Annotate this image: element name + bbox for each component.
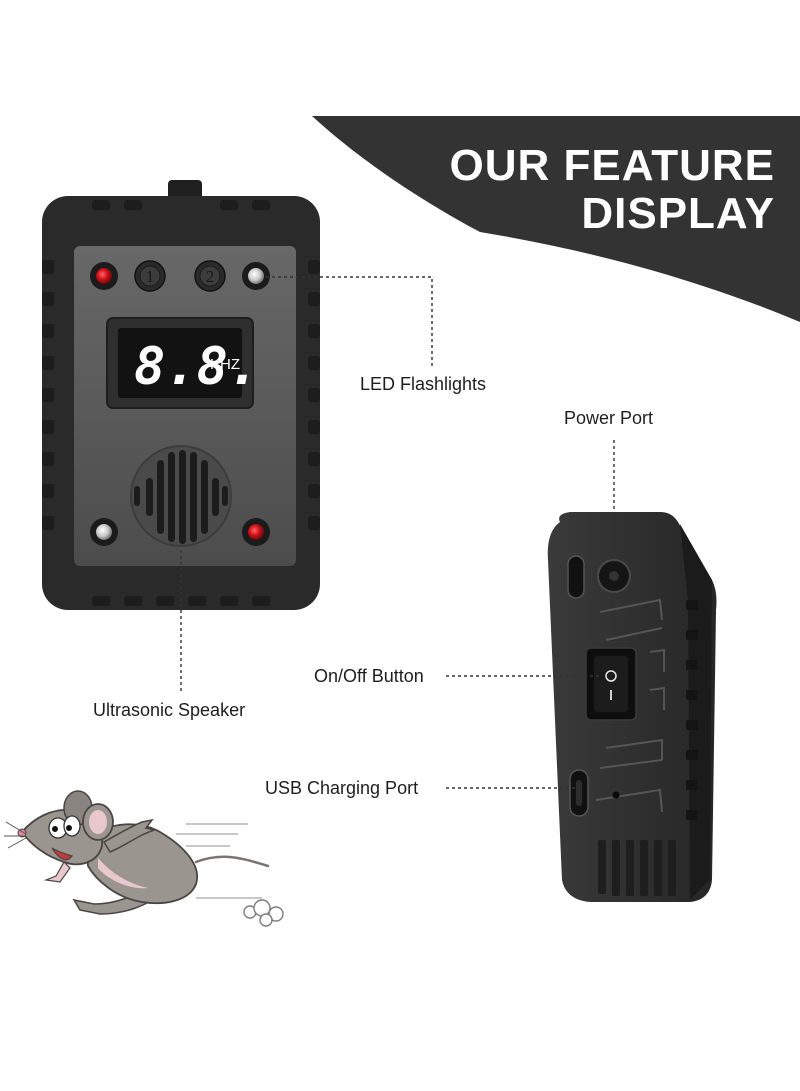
mouse-eye-right: [63, 815, 81, 837]
mouse-front-foot: [43, 861, 71, 883]
mouse-front-arm: [102, 818, 157, 853]
mode-button-2: 2: [194, 260, 226, 292]
mouse-belly: [98, 858, 148, 889]
side-device-edge: [680, 524, 712, 900]
callout-led-flashlights: LED Flashlights: [360, 374, 486, 394]
mode-button-1-label: 1: [146, 267, 155, 286]
front-device: 1 2 8.8. KHZ: [42, 180, 320, 610]
running-mouse-illustration: [4, 790, 284, 927]
side-device: [547, 512, 717, 902]
mode-button-1: 1: [134, 260, 166, 292]
dust-puff: [243, 899, 284, 927]
usb-port: [569, 769, 620, 817]
banner-shape: [312, 116, 800, 322]
lcd-unit-label: KHZ: [210, 356, 240, 373]
mouse-mouth: [51, 847, 73, 861]
speaker-grille: [130, 445, 232, 547]
callout-ultrasonic-speaker: Ultrasonic Speaker: [93, 700, 245, 720]
bottom-ribs: [598, 840, 676, 896]
lcd-display: 8.8. KHZ: [106, 317, 259, 409]
mouse-nose: [17, 828, 27, 838]
callout-power-port: Power Port: [564, 408, 653, 428]
callout-on-off-button: On/Off Button: [314, 666, 424, 686]
lcd-reading: 8.8.: [134, 337, 259, 397]
casing-ridges: [42, 200, 320, 606]
on-off-switch: [585, 647, 637, 721]
mouse-whiskers: [4, 821, 27, 849]
banner-title-line-2: DISPLAY: [581, 189, 775, 238]
banner-title-line-1: OUR FEATURE: [449, 141, 775, 190]
mode-button-2-label: 2: [206, 267, 215, 286]
callout-usb-charging-port: USB Charging Port: [265, 778, 418, 798]
mouse-tail: [194, 855, 270, 868]
side-ridges: [686, 600, 698, 820]
feature-banner: OUR FEATURE DISPLAY: [312, 116, 800, 322]
speed-lines: [176, 823, 262, 899]
leader-led-flashlights: [266, 276, 433, 368]
